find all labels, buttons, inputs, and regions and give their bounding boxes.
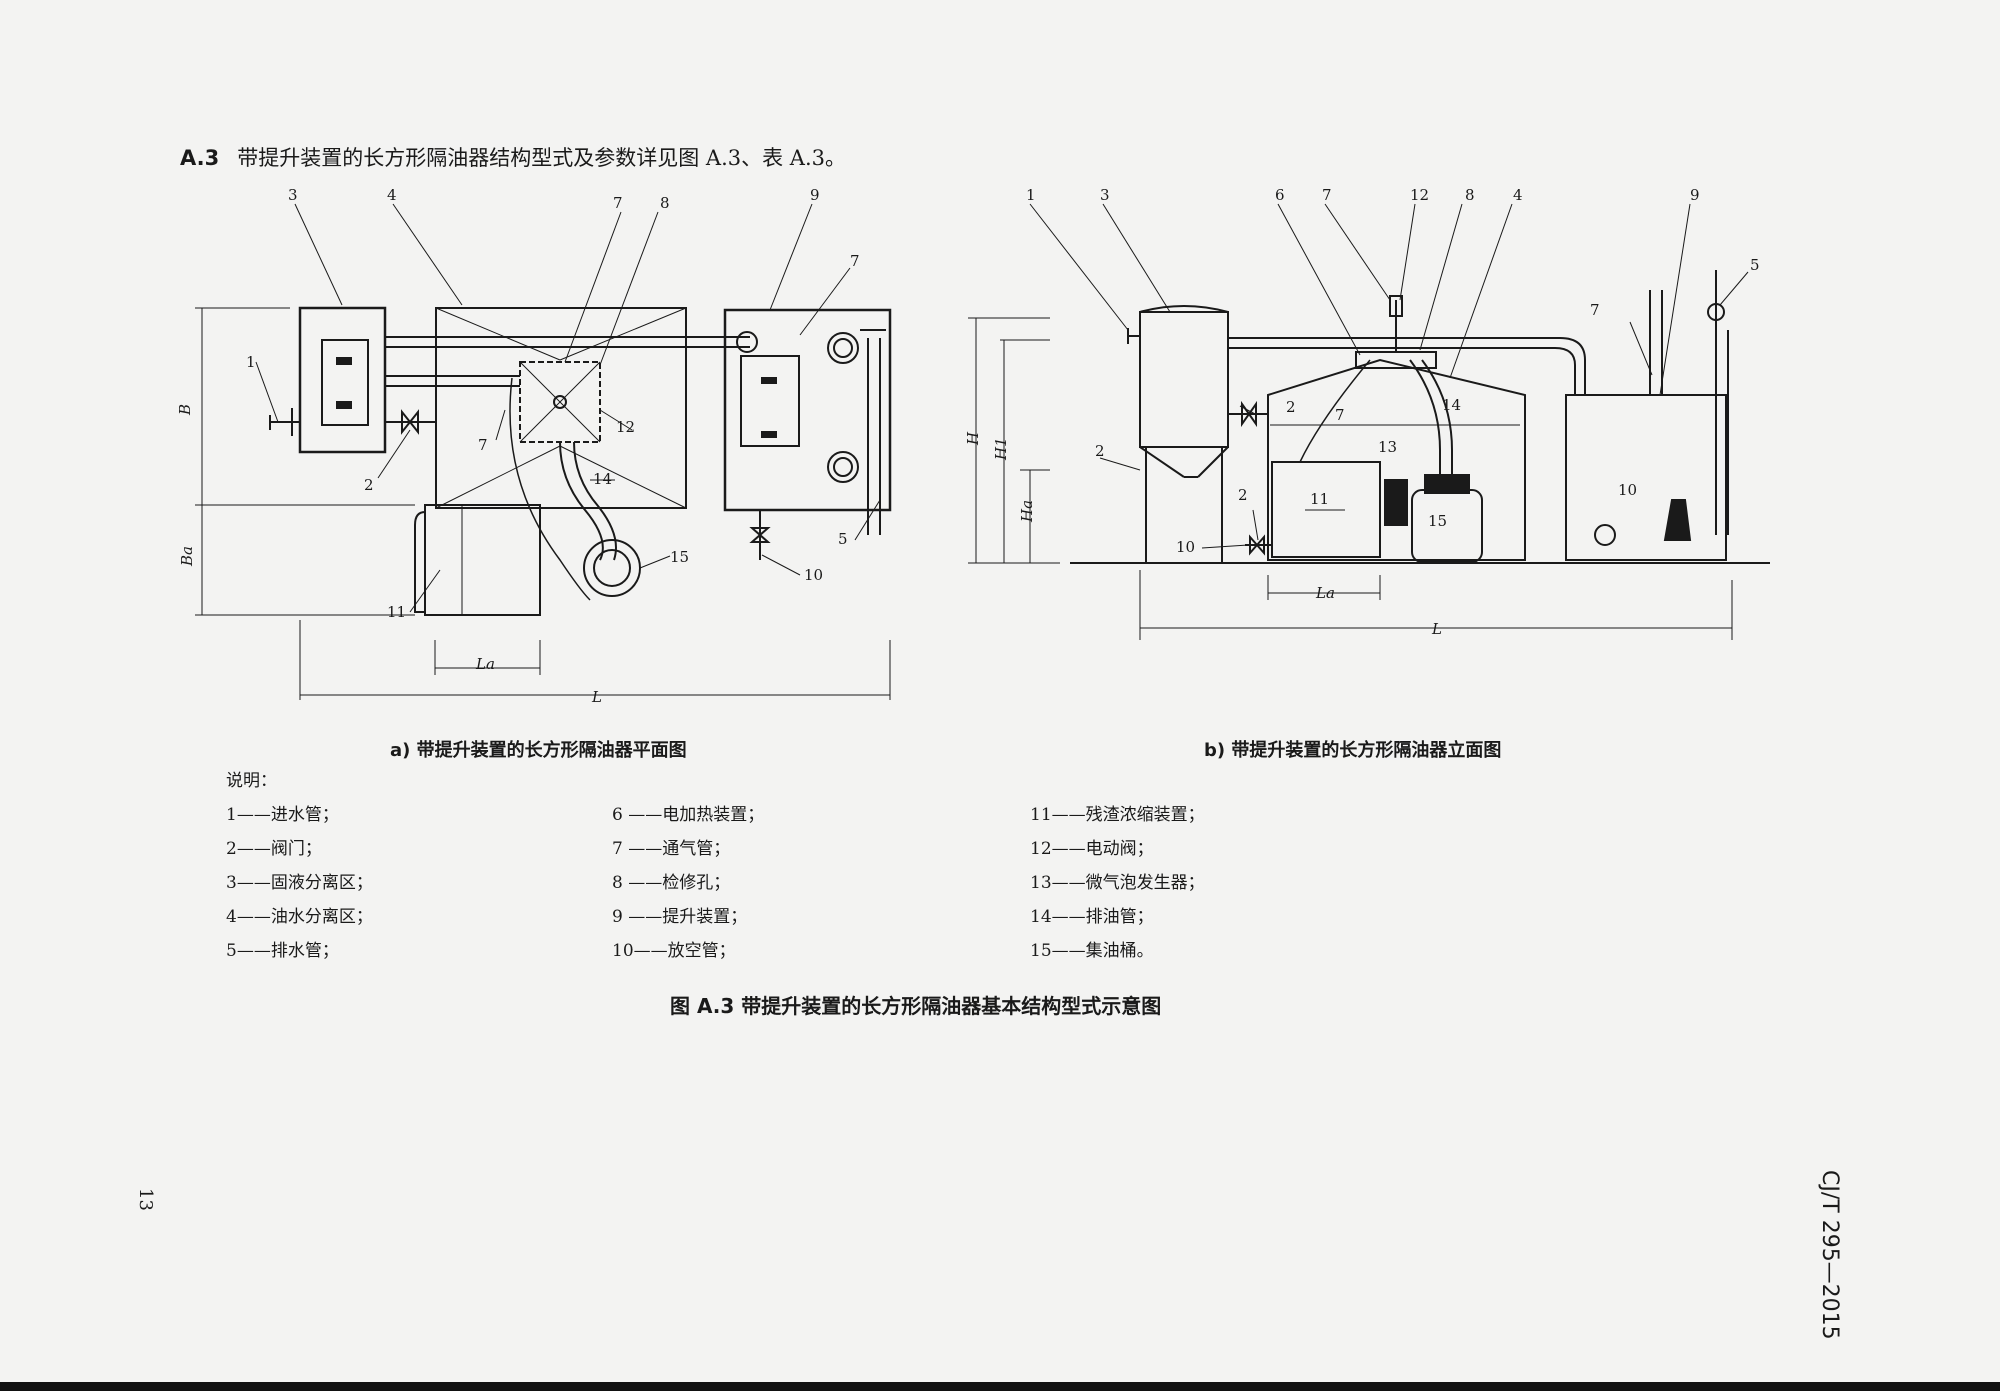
elev-callout: 15 [1428, 512, 1447, 530]
plan-callout: 10 [804, 566, 823, 584]
elevation-view-callouts: 1 3 6 7 12 8 4 9 5 7 2 7 14 13 2 11 15 2… [964, 186, 1760, 638]
elev-callout: 2 [1095, 442, 1105, 460]
legend-item: 11——残渣浓缩装置； [1030, 805, 1205, 825]
plan-callout: 12 [616, 418, 635, 436]
elev-dim-H: H [964, 431, 982, 446]
legend-item: 8 ——检修孔； [612, 873, 731, 893]
plan-inner-box [321, 339, 369, 426]
elev-callout: 7 [1335, 406, 1345, 424]
page-number: 13 [135, 1188, 156, 1211]
plan-callout: 7 [850, 252, 860, 270]
scan-edge [0, 1382, 2000, 1391]
elev-callout: 9 [1690, 186, 1700, 204]
plan-lift-control-box [740, 355, 800, 447]
plan-callout: 4 [387, 186, 397, 204]
plan-dim-Ba: Ba [178, 546, 196, 567]
plan-callout: 7 [478, 436, 488, 454]
elev-callout: 12 [1410, 186, 1429, 204]
plan-oil-water-zone [435, 307, 687, 509]
legend-title: 说明： [226, 771, 277, 791]
plan-lift-device [723, 308, 892, 512]
section-heading: A.3 带提升装置的长方形隔油器结构型式及参数详见图 A.3、表 A.3。 [180, 142, 846, 172]
plan-view-caption: a) 带提升装置的长方形隔油器平面图 [390, 740, 687, 761]
elev-callout: 3 [1100, 186, 1110, 204]
elev-callout: 6 [1275, 186, 1285, 204]
legend-item: 4——油水分离区； [226, 907, 373, 927]
elev-dim-La: La [1315, 584, 1335, 602]
legend-item: 7 ——通气管； [612, 839, 731, 859]
elev-callout: 7 [1322, 186, 1332, 204]
elev-callout: 13 [1378, 438, 1397, 456]
plan-residue-concentrator [424, 504, 541, 616]
elev-callout: 14 [1442, 396, 1461, 414]
elev-callout: 8 [1465, 186, 1475, 204]
plan-dim-La: La [475, 655, 495, 673]
figure-title: 图 A.3 带提升装置的长方形隔油器基本结构型式示意图 [670, 994, 1162, 1018]
plan-solid-liquid-zone [298, 306, 387, 454]
elev-solid-liquid-tank [1139, 311, 1229, 448]
elev-residue-concentrator [1271, 461, 1381, 558]
plan-callout: 15 [670, 548, 689, 566]
legend-item: 2——阀门； [226, 839, 322, 859]
plan-callout: 2 [364, 476, 374, 494]
elev-dim-H1: H1 [992, 437, 1010, 461]
elev-callout: 7 [1590, 301, 1600, 319]
elev-callout: 1 [1026, 186, 1036, 204]
legend-item: 14——排油管； [1030, 907, 1154, 927]
elev-lift-device [1565, 394, 1727, 561]
legend-item: 12——电动阀； [1030, 839, 1154, 859]
plan-callout: 7 [613, 194, 623, 212]
elev-dim-L: L [1431, 620, 1442, 638]
standard-code: CJ/T 295—2015 [1817, 1170, 1842, 1340]
elev-callout: 10 [1176, 538, 1195, 556]
legend-item: 6 ——电加热装置； [612, 805, 765, 825]
elev-callout: 2 [1238, 486, 1248, 504]
plan-callout: 11 [387, 603, 406, 621]
plan-callout: 8 [660, 194, 670, 212]
legend-item: 13——微气泡发生器； [1030, 873, 1205, 893]
elev-callout: 11 [1310, 490, 1329, 508]
legend-item: 5——排水管； [226, 941, 339, 961]
plan-callout: 9 [810, 186, 820, 204]
elev-callout: 10 [1618, 481, 1637, 499]
legend-item: 15——集油桶。 [1030, 941, 1154, 961]
plan-callout: 1 [246, 353, 256, 371]
elevation-view-caption: b) 带提升装置的长方形隔油器立面图 [1204, 740, 1502, 761]
section-text: 带提升装置的长方形隔油器结构型式及参数详见图 A.3、表 A.3。 [237, 146, 846, 170]
legend-item: 1——进水管； [226, 805, 339, 825]
section-number: A.3 [180, 146, 220, 170]
plan-callout: 14 [593, 470, 612, 488]
plan-view-callouts: 3 4 7 8 9 7 1 2 7 12 14 15 11 5 10 B Ba … [176, 186, 860, 706]
plan-view-drawing [195, 203, 892, 700]
elev-dim-Ha: Ha [1018, 500, 1036, 523]
elev-oil-water-zone [1267, 358, 1526, 561]
plan-callout: 3 [288, 186, 298, 204]
elev-callout: 4 [1513, 186, 1523, 204]
elev-callout: 5 [1750, 256, 1760, 274]
plan-dim-B: B [176, 404, 194, 416]
elev-callout: 2 [1286, 398, 1296, 416]
elev-heating-device [1355, 351, 1437, 369]
plan-dim-L: L [591, 688, 602, 706]
elevation-view-drawing [968, 203, 1770, 640]
plan-callout: 5 [838, 530, 848, 548]
legend-item: 3——固液分离区； [226, 873, 373, 893]
legend-item: 9 ——提升装置； [612, 907, 748, 927]
legend-item: 10——放空管； [612, 941, 736, 961]
